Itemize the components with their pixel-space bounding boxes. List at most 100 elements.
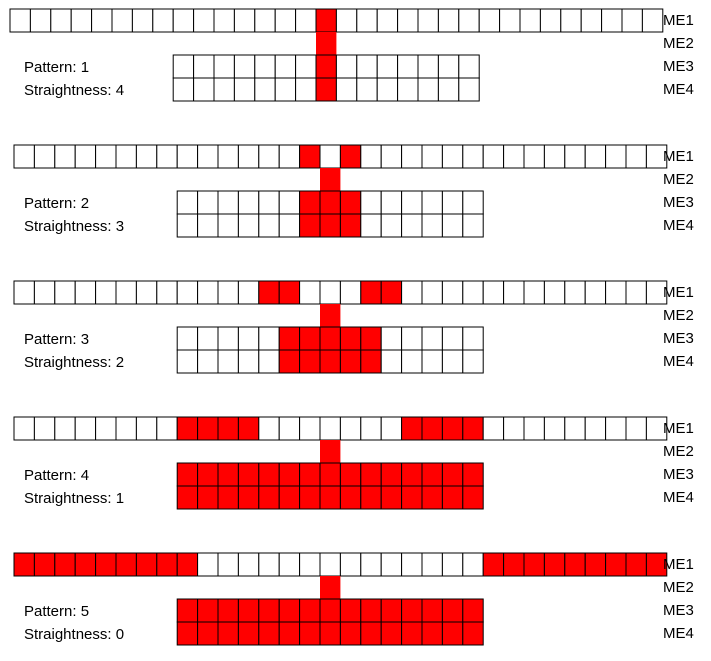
straightness-label: Straightness: 0 [24, 626, 124, 643]
grid-cell-empty [339, 552, 362, 577]
grid-cell-empty [564, 280, 586, 305]
grid-cell-empty [176, 349, 199, 374]
grid-cell-filled [217, 598, 239, 623]
grid-cell-empty [564, 416, 586, 441]
layer-label-me2: ME2 [663, 35, 694, 52]
grid-cell-filled [441, 485, 464, 510]
grid-cell-empty [156, 144, 178, 169]
grid-cell-empty [115, 416, 137, 441]
grid-cell-filled [421, 598, 443, 623]
grid-cell-empty [380, 144, 403, 169]
grid-cell-filled [315, 54, 337, 79]
grid-cell-empty [458, 77, 480, 102]
grid-cell-filled [401, 462, 423, 487]
grid-cell-empty [13, 280, 35, 305]
grid-cell-empty [380, 349, 403, 374]
grid-cell-filled [605, 552, 627, 577]
straightness-label: Straightness: 3 [24, 218, 124, 235]
pattern-label: Pattern: 2 [24, 195, 89, 212]
grid-cell-empty [605, 144, 627, 169]
grid-cell-filled [54, 552, 76, 577]
grid-cell-empty [278, 190, 301, 215]
grid-cell-empty [258, 349, 280, 374]
grid-cell-filled [176, 485, 199, 510]
grid-cell-empty [197, 349, 219, 374]
grid-cell-empty [233, 77, 256, 102]
grid-cell-filled [360, 621, 382, 646]
grid-cell-filled [237, 598, 260, 623]
grid-cell-empty [441, 144, 464, 169]
grid-cell-empty [360, 416, 382, 441]
grid-cell-empty [176, 190, 199, 215]
grid-cell-empty [217, 326, 239, 351]
grid-cell-empty [74, 144, 97, 169]
grid-cell-empty [299, 280, 321, 305]
grid-cell-empty [401, 552, 423, 577]
grid-cell-empty [9, 8, 31, 33]
grid-cell-empty [95, 280, 117, 305]
grid-cell-empty [356, 8, 378, 33]
grid-cell-empty [560, 8, 582, 33]
grid-cell-filled [339, 213, 362, 238]
grid-cell-filled [319, 621, 341, 646]
grid-cell-empty [380, 190, 403, 215]
grid-cell-filled [237, 621, 260, 646]
grid-cell-filled [319, 485, 341, 510]
grid-cell-empty [319, 552, 341, 577]
grid-cell-filled [237, 485, 260, 510]
grid-cell-empty [237, 144, 260, 169]
me4-row [176, 349, 484, 374]
grid-cell-empty [74, 416, 97, 441]
grid-cell-empty [625, 416, 647, 441]
grid-cell-empty [462, 280, 484, 305]
grid-cell-empty [135, 280, 158, 305]
grid-cell-filled [319, 349, 341, 374]
layer-label-me4: ME4 [663, 217, 694, 234]
grid-cell-empty [213, 77, 235, 102]
grid-cell-filled [482, 552, 505, 577]
me4-row [172, 77, 480, 102]
grid-cell-filled [115, 552, 137, 577]
me4-row [176, 621, 484, 646]
grid-cell-empty [131, 8, 154, 33]
grid-cell-empty [258, 326, 280, 351]
layer-label-me2: ME2 [663, 443, 694, 460]
grid-cell-filled [176, 416, 199, 441]
straightness-label: Straightness: 2 [24, 354, 124, 371]
grid-cell-filled [278, 280, 301, 305]
grid-cell-filled [299, 326, 321, 351]
grid-cell-filled [319, 213, 341, 238]
grid-cell-filled [360, 598, 382, 623]
me2-via-cell [320, 440, 341, 463]
grid-cell-filled [197, 485, 219, 510]
grid-cell-empty [441, 213, 464, 238]
grid-cell-empty [295, 54, 317, 79]
grid-cell-filled [33, 552, 56, 577]
grid-cell-filled [258, 621, 280, 646]
grid-cell-empty [156, 280, 178, 305]
grid-cell-empty [401, 190, 423, 215]
grid-cell-empty [193, 54, 215, 79]
grid-cell-empty [421, 144, 443, 169]
grid-cell-empty [213, 54, 235, 79]
grid-cell-empty [274, 54, 297, 79]
grid-cell-filled [299, 621, 321, 646]
me1-row [13, 144, 668, 169]
grid-cell-filled [319, 598, 341, 623]
grid-cell-empty [172, 54, 195, 79]
pattern-label: Pattern: 5 [24, 603, 89, 620]
grid-cell-empty [197, 144, 219, 169]
me4-row [176, 213, 484, 238]
grid-cell-empty [441, 349, 464, 374]
grid-cell-empty [217, 213, 239, 238]
grid-cell-filled [564, 552, 586, 577]
grid-cell-empty [258, 552, 280, 577]
grid-cell-empty [213, 8, 235, 33]
layer-label-me3: ME3 [663, 602, 694, 619]
grid-cell-empty [254, 8, 276, 33]
grid-cell-empty [111, 8, 133, 33]
grid-cell-filled [278, 349, 301, 374]
grid-cell-filled [360, 326, 382, 351]
grid-cell-empty [237, 280, 260, 305]
grid-cell-filled [258, 280, 280, 305]
